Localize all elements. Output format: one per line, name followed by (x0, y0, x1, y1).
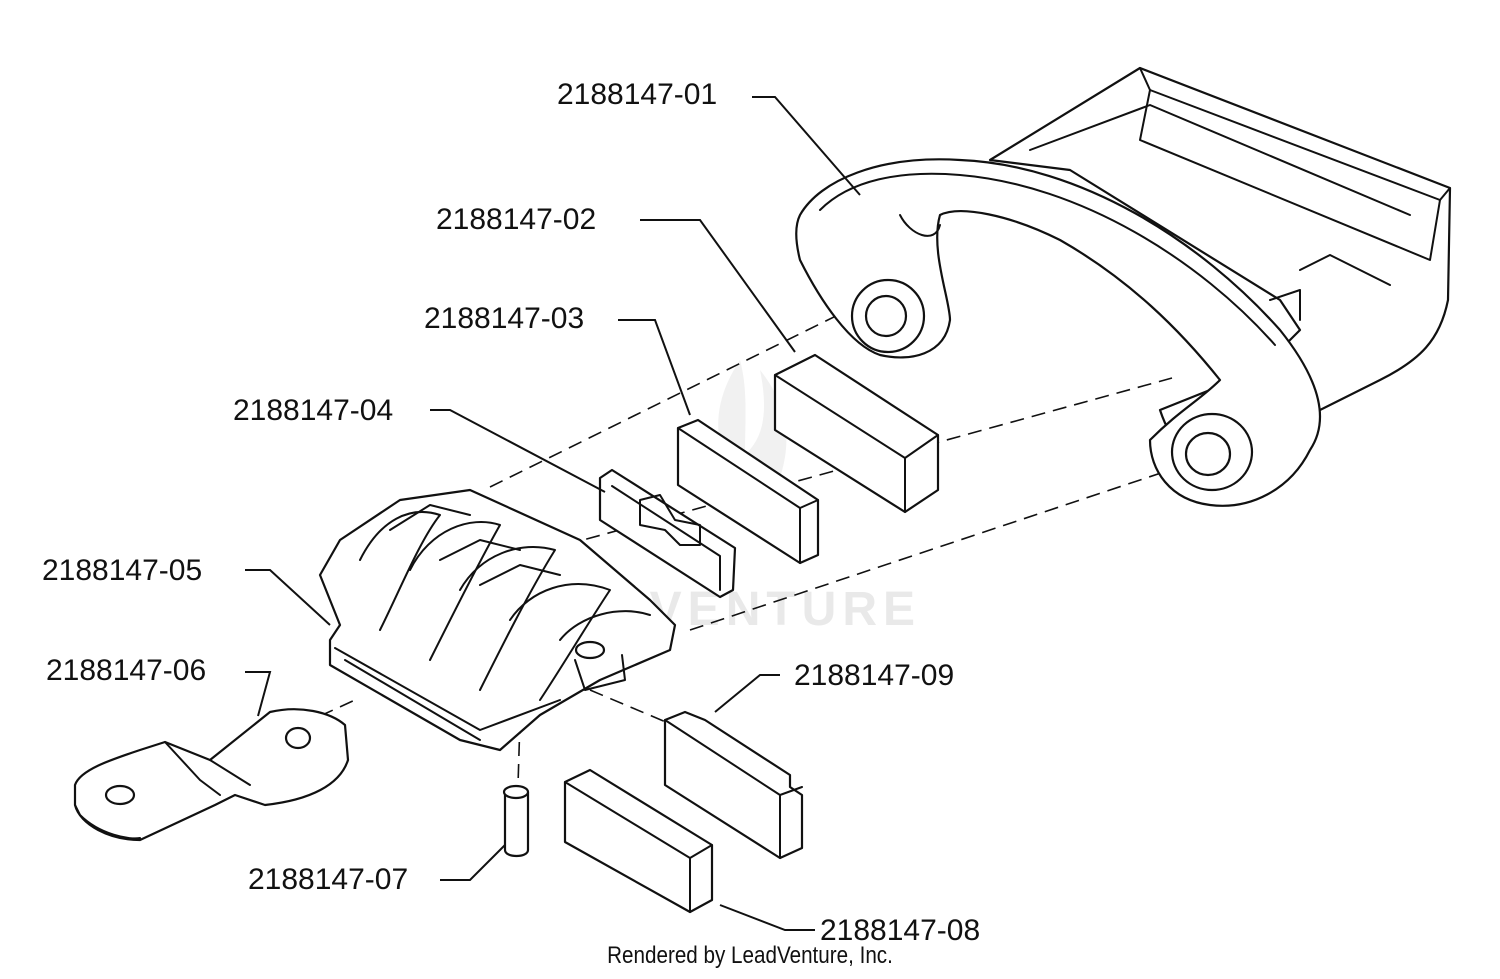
block-part (563, 768, 714, 914)
label-2188147-02: 2188147-02 (436, 203, 596, 236)
pad-part (676, 418, 820, 565)
bracket-part (73, 708, 350, 842)
plate-part (663, 710, 804, 860)
leader-lines (245, 96, 861, 931)
rotor-frame-part (318, 488, 677, 752)
magnet-block-part (773, 353, 940, 514)
label-2188147-05: 2188147-05 (42, 554, 202, 587)
label-2188147-07: 2188147-07 (248, 863, 408, 896)
label-2188147-09: 2188147-09 (794, 659, 954, 692)
clip-part (598, 468, 737, 599)
label-2188147-04: 2188147-04 (233, 394, 393, 427)
label-2188147-01: 2188147-01 (557, 78, 717, 111)
housing-part (795, 66, 1452, 507)
render-credit: Rendered by LeadVenture, Inc. (607, 942, 893, 969)
part-labels: 2188147-01 2188147-02 2188147-03 2188147… (42, 78, 980, 947)
label-2188147-03: 2188147-03 (424, 302, 584, 335)
label-2188147-08: 2188147-08 (820, 914, 980, 947)
pin-part (502, 784, 530, 858)
label-2188147-06: 2188147-06 (46, 654, 206, 687)
